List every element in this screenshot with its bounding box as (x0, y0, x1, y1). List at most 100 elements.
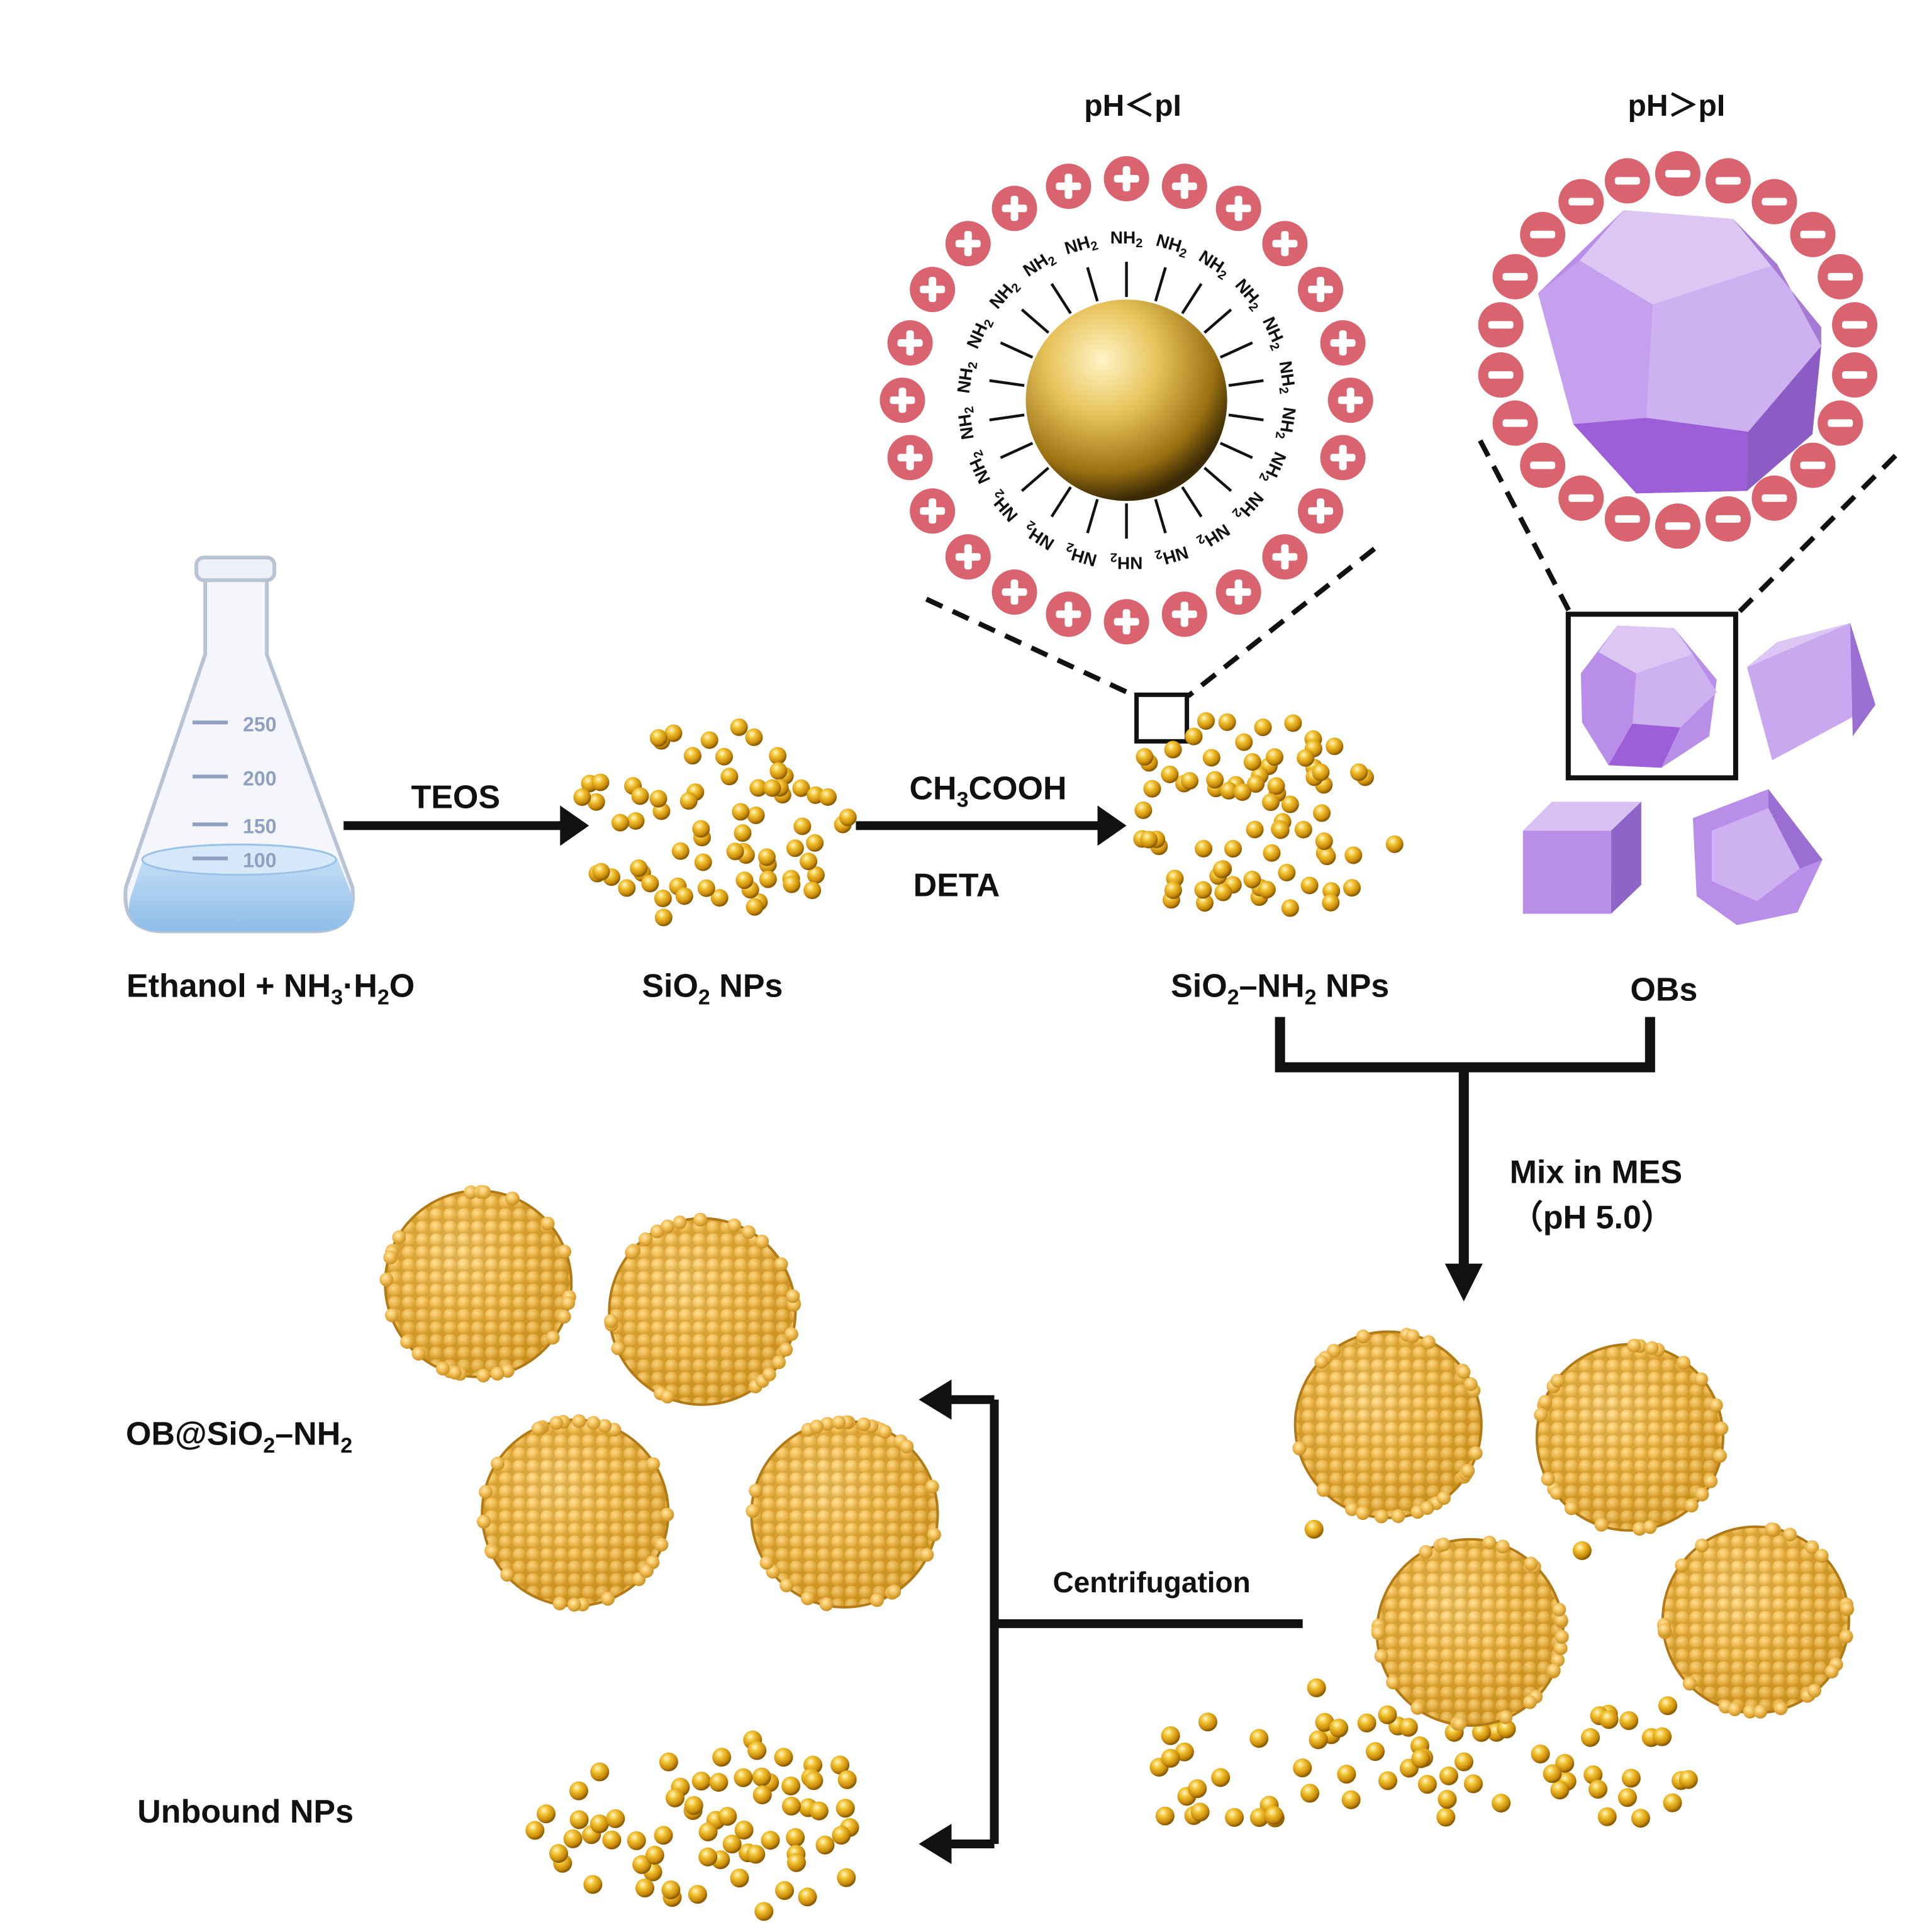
nanoparticle (1224, 840, 1242, 858)
ob-sio2-nh2-cluster (1657, 1522, 1855, 1719)
sio2-nps-label: SiO2 NPs (642, 968, 783, 1010)
nanoparticle (692, 820, 710, 838)
negative-charge-icon (1604, 158, 1650, 204)
graduation-label: 150 (243, 815, 276, 837)
mix-arrowhead (1444, 1263, 1483, 1302)
nanoparticle (1190, 1802, 1210, 1822)
amine-group-label: NH2 (1272, 360, 1299, 395)
nanoparticle (1261, 793, 1280, 812)
nanoparticle (1161, 1726, 1180, 1745)
amine-group-label: NH2 (986, 275, 1024, 314)
nanoparticle (1588, 1779, 1607, 1799)
nanoparticle (1161, 1748, 1180, 1768)
amine-group-label: NH2 (1193, 247, 1233, 283)
nanoparticle (1195, 894, 1214, 912)
positive-charge-icon (1297, 267, 1344, 313)
negative-charge-icon (1751, 179, 1797, 225)
nanoparticle (1212, 861, 1231, 879)
negative-charge-icon (1705, 496, 1751, 542)
nanoparticle (839, 808, 857, 827)
nanoparticle (1258, 881, 1276, 899)
deta-label: DETA (913, 867, 1000, 903)
positive-charge-icon (1320, 320, 1366, 366)
ob-sio2-nh2-cluster (745, 1415, 941, 1611)
nanoparticle (1249, 1729, 1269, 1748)
amine-bond (1228, 413, 1264, 422)
positive-charge-icon (910, 488, 956, 534)
nanoparticle (715, 747, 733, 766)
nanoparticle (1143, 779, 1161, 798)
mix-in-mes-label: Mix in MES (1510, 1154, 1682, 1191)
amine-group-label: NH2 (1063, 230, 1100, 261)
amine-group-label: NH2 (1020, 517, 1059, 554)
sio2-nh2-nanoparticles (1133, 712, 1404, 917)
nanoparticle (734, 1768, 753, 1787)
nanoparticle (1438, 1790, 1457, 1809)
negative-charge-ring (1478, 151, 1878, 549)
gold-sio2-sphere (1025, 299, 1227, 501)
nanoparticle (761, 1831, 780, 1850)
nanoparticle (631, 787, 649, 805)
nanoparticle (1198, 1712, 1217, 1732)
nanoparticle (1155, 1806, 1175, 1826)
nanoparticle (632, 1855, 652, 1874)
nanoparticle (730, 718, 748, 736)
ph-below-pi-label: pH＜pI (1084, 89, 1181, 123)
nanoparticle (589, 1814, 609, 1834)
negative-charge-icon (1520, 211, 1566, 257)
nanoparticle (1350, 763, 1368, 781)
negative-charge-icon (1558, 475, 1604, 521)
nanoparticle (712, 1748, 732, 1767)
ob-sio2-nh2-cluster (1292, 1327, 1483, 1524)
nanoparticle (635, 1879, 655, 1898)
nanoparticle (734, 1821, 754, 1840)
nanoparticle (1254, 718, 1272, 737)
nanoparticle (730, 1868, 749, 1888)
nanoparticle (1278, 863, 1296, 881)
nanoparticle (745, 728, 763, 746)
nanoparticle (1378, 1705, 1397, 1724)
nanoparticle (809, 1801, 829, 1821)
nanoparticle (1454, 1752, 1473, 1772)
nanoparticle (763, 779, 781, 797)
negative-charge-icon (1832, 352, 1878, 398)
nanoparticle (1164, 881, 1182, 900)
nanoparticle (709, 1773, 729, 1792)
nanoparticle (1439, 1766, 1458, 1785)
nanoparticle (783, 875, 801, 893)
amine-bond (1203, 308, 1232, 334)
nanoparticle (618, 879, 636, 897)
positive-charge-icon (1327, 377, 1373, 423)
nanoparticle (569, 1810, 589, 1829)
zoom-box-crystal (1565, 611, 1738, 781)
amine-group-label: NH2 (1153, 230, 1191, 261)
positive-charge-icon (991, 186, 1037, 232)
amine-bond (1020, 466, 1050, 492)
amine-bond (1181, 282, 1203, 315)
nanoparticle (1411, 1749, 1431, 1768)
nanoparticle (1365, 1742, 1385, 1762)
zoom-line-right (1187, 547, 1376, 698)
nanoparticle (720, 768, 739, 786)
amine-bond (1203, 466, 1232, 492)
nanoparticle (1631, 1809, 1650, 1828)
nanoparticle (786, 1828, 805, 1847)
nanoparticle (1243, 753, 1261, 771)
positive-charge-icon (1215, 569, 1261, 615)
nanoparticle (1281, 899, 1299, 917)
nanoparticle (1343, 879, 1361, 897)
amine-group-label: NH2 (986, 486, 1024, 525)
positive-charge-icon (879, 377, 925, 423)
nanoparticle (602, 1830, 622, 1850)
nanoparticle (786, 839, 804, 857)
nanoparticle (735, 871, 754, 890)
nanoparticle (775, 1881, 795, 1901)
negative-charge-icon (1705, 158, 1751, 204)
nanoparticle (1543, 1764, 1562, 1784)
negative-charge-icon (1558, 179, 1604, 225)
teos-label: TEOS (411, 779, 500, 815)
nanoparticle (1344, 846, 1363, 864)
positive-charge-ring (879, 156, 1373, 645)
nanoparticle (1271, 821, 1290, 839)
nanoparticle (806, 834, 824, 852)
